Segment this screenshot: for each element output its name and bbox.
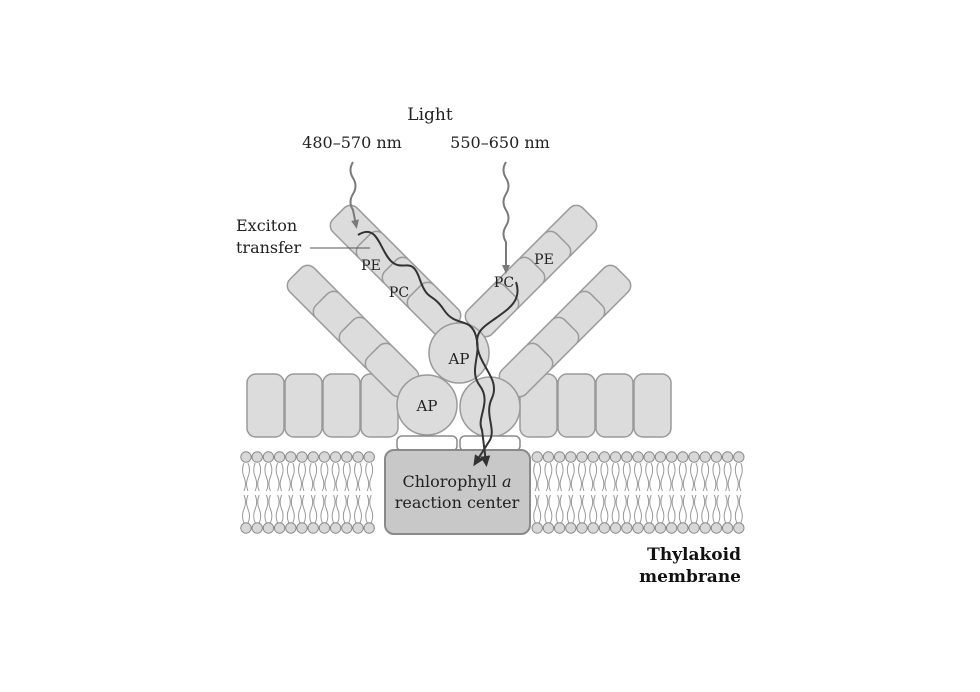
lipid-head <box>598 451 611 463</box>
lipid-head <box>699 522 711 534</box>
lipid-head <box>643 451 655 463</box>
lipid-head <box>307 522 319 534</box>
lipid-head <box>262 522 275 534</box>
exciton-label-line2: transfer <box>236 238 302 257</box>
lipid-head <box>654 451 667 463</box>
ap-core <box>396 322 521 438</box>
lipid-head <box>240 522 252 534</box>
reaction-center-box <box>384 449 531 535</box>
lipid-head <box>654 522 667 534</box>
lipid-head <box>531 522 543 534</box>
exciton-path-left <box>357 231 491 467</box>
lipid-head <box>699 451 711 463</box>
lipid-head <box>609 451 622 463</box>
reaction-center-line1-text: Chlorophyll <box>402 472 501 491</box>
wavelength-left-label: 480–570 nm <box>302 133 402 152</box>
lipid-head <box>318 522 331 534</box>
lipid-head <box>621 522 633 534</box>
lipid-head <box>352 522 364 534</box>
reaction-center-line1-italic: a <box>502 472 512 491</box>
wavelength-right-label: 550–650 nm <box>450 133 550 152</box>
lipid-head <box>273 522 286 534</box>
exciton-label-line1: Exciton <box>236 216 297 235</box>
lipid-head <box>721 522 734 534</box>
lipid-head <box>632 451 644 463</box>
lipid-head <box>710 451 723 463</box>
lipid-head <box>296 522 308 534</box>
lipid-head <box>643 522 655 534</box>
lipid-head <box>565 451 577 463</box>
lipid-head <box>251 522 263 534</box>
lipid-head <box>341 451 353 463</box>
lipid-head <box>329 451 342 463</box>
lipid-head <box>609 522 622 534</box>
lipid-head <box>273 451 286 463</box>
lipid-head <box>688 522 700 534</box>
lipid-head <box>677 522 689 534</box>
lipid-head <box>665 522 678 534</box>
reaction-center-line2: reaction center <box>395 493 520 512</box>
ap-top-label: AP <box>448 350 470 368</box>
lipid-head <box>710 522 723 534</box>
lipid-head <box>598 522 611 534</box>
lipid-head <box>576 522 588 534</box>
pc-left-label: PC <box>389 285 409 301</box>
lipid-head <box>576 451 588 463</box>
lipid-head <box>721 451 734 463</box>
lipid-head <box>632 522 644 534</box>
lipid-head <box>285 451 297 463</box>
lipid-head <box>363 451 375 463</box>
lipid-head <box>285 522 297 534</box>
light-title: Light <box>407 105 453 125</box>
membrane-label-line2: membrane <box>639 567 741 587</box>
lipid-head <box>733 522 745 534</box>
lipid-head <box>296 451 308 463</box>
lipid-head <box>307 451 319 463</box>
lipid-head <box>531 451 543 463</box>
light-arrow-right <box>502 161 510 274</box>
right-rods <box>464 204 632 398</box>
lipid-head <box>553 451 566 463</box>
exciton-path-right <box>473 281 519 467</box>
lipid-head <box>251 451 263 463</box>
lipid-head <box>587 451 599 463</box>
lipid-head <box>542 451 555 463</box>
reaction-center-line1: Chlorophyll a <box>402 472 511 491</box>
lipid-head <box>621 451 633 463</box>
lipid-head <box>587 522 599 534</box>
lipid-head <box>318 451 331 463</box>
lipid-head <box>352 451 364 463</box>
ap-left-label: AP <box>416 397 438 415</box>
lipid-head <box>565 522 577 534</box>
membrane-label-line1: Thylakoid <box>647 545 741 565</box>
pe-right-label: PE <box>534 252 554 268</box>
linker-pads <box>396 435 521 452</box>
lipid-head <box>329 522 342 534</box>
lipid-head <box>553 522 566 534</box>
lipid-head <box>688 451 700 463</box>
light-arrow-left <box>349 161 359 229</box>
lipid-head <box>262 451 275 463</box>
lipid-head <box>665 451 678 463</box>
lipid-head <box>363 522 375 534</box>
lipid-head <box>733 451 745 463</box>
lipid-head <box>542 522 555 534</box>
lipid-head <box>341 522 353 534</box>
lipid-head <box>677 451 689 463</box>
pe-left-label: PE <box>361 258 381 274</box>
pc-right-label: PC <box>494 275 514 291</box>
lipid-head <box>240 451 252 463</box>
